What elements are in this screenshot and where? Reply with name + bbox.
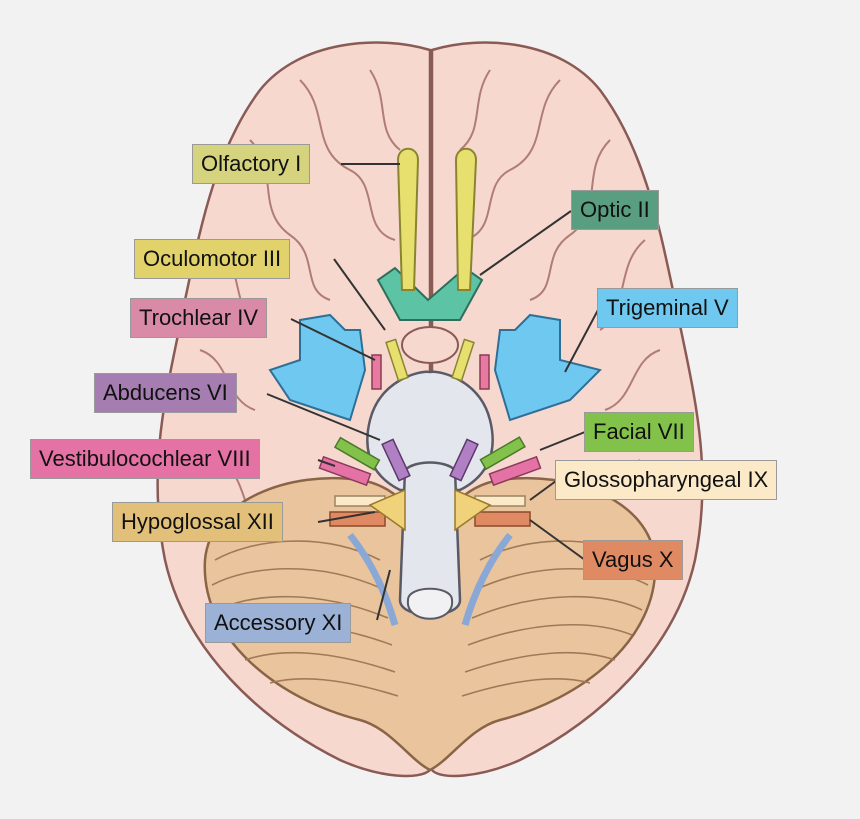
label-vestibulocochlear: Vestibulocochlear VIII <box>30 439 260 479</box>
abducens-right <box>449 438 479 482</box>
facial-left <box>333 436 381 471</box>
label-glossopharyngeal: Glossopharyngeal IX <box>555 460 778 500</box>
label-hypoglossal: Hypoglossal XII <box>112 502 283 542</box>
trigeminal-right <box>493 313 602 422</box>
oculomotor-left <box>385 338 409 382</box>
medulla <box>398 461 462 617</box>
label-accessory: Accessory XI <box>205 603 352 643</box>
vestibulocochlear-left <box>318 455 372 487</box>
spinal-cord-section <box>406 587 454 620</box>
label-olfactory: Olfactory I <box>192 144 311 184</box>
accessory-left <box>347 532 399 626</box>
accessory-right <box>461 532 513 626</box>
hypoglossal-left <box>368 488 406 532</box>
hypoglossal-right <box>454 488 492 532</box>
trochlear-left <box>371 354 382 390</box>
leader-lines <box>266 163 599 621</box>
label-trochlear: Trochlear IV <box>130 298 268 338</box>
label-trigeminal: Trigeminal V <box>597 288 738 328</box>
label-optic: Optic II <box>571 190 659 230</box>
oculomotor-right <box>451 338 475 382</box>
pituitary-stalk <box>401 326 459 364</box>
label-facial: Facial VII <box>584 412 694 452</box>
label-oculomotor: Oculomotor III <box>134 239 291 279</box>
olfactory-left <box>396 147 420 291</box>
vestibulocochlear-right <box>488 455 542 487</box>
abducens-left <box>381 438 411 482</box>
olfactory-right <box>454 147 478 291</box>
trigeminal-left <box>268 313 367 422</box>
label-abducens: Abducens VI <box>94 373 237 413</box>
vagus-right <box>474 511 531 527</box>
facial-right <box>479 436 526 471</box>
trochlear-right <box>479 354 490 390</box>
label-vagus: Vagus X <box>583 540 683 580</box>
